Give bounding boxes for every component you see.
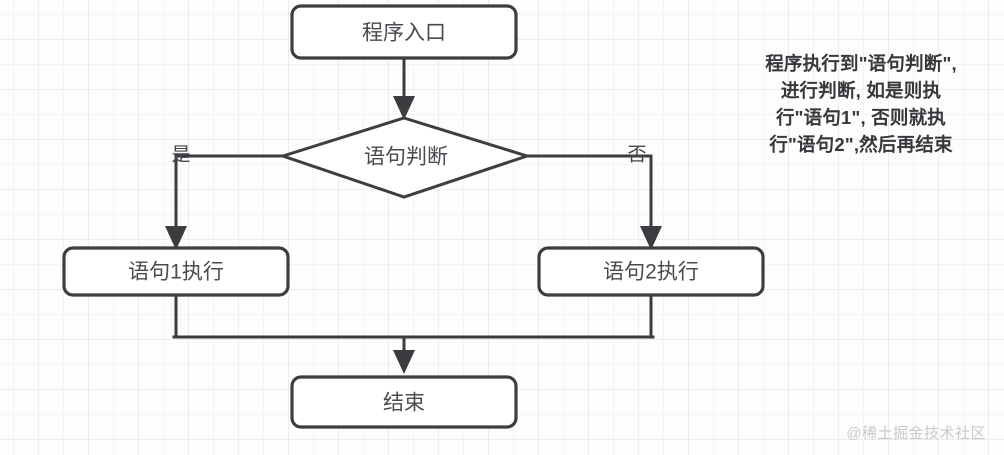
annotation-line-3: 行"语句1", 否则就执: [775, 107, 946, 128]
annotation-line-4: 行"语句2",然后再结束: [769, 134, 953, 155]
arrowhead-icon: [640, 226, 662, 250]
node-branch-false[interactable]: 语句2执行: [537, 246, 765, 297]
annotation-text: 程序执行到"语句判断", 进行判断, 如是则执 行"语句1", 否则就执 行"语…: [722, 50, 1000, 158]
arrowhead-icon: [393, 96, 415, 120]
node-start-label: 程序入口: [362, 22, 446, 45]
annotation-line-2: 进行判断, 如是则执: [780, 80, 942, 101]
node-start[interactable]: 程序入口: [290, 4, 518, 60]
arrowhead-icon: [393, 350, 415, 374]
edge-decision-to-branch-false: [525, 154, 662, 250]
node-branch-true-label: 语句1执行: [128, 261, 224, 284]
node-branch-false-label: 语句2执行: [603, 261, 699, 284]
edge-branches-to-end: [172, 292, 655, 374]
edge-label-no: 否: [627, 145, 646, 166]
edge-decision-to-branch-true: [165, 154, 285, 250]
node-branch-true[interactable]: 语句1执行: [62, 246, 290, 297]
annotation-line-1: 程序执行到"语句判断",: [765, 53, 957, 74]
node-decision-label: 语句判断: [364, 146, 448, 169]
node-end[interactable]: 结束: [290, 375, 518, 429]
node-decision[interactable]: 语句判断: [278, 116, 532, 199]
node-end-label: 结束: [383, 392, 425, 415]
edge-start-to-decision: [393, 56, 415, 120]
arrowhead-icon: [165, 226, 187, 250]
watermark: @稀土掘金技术社区: [846, 425, 986, 442]
edge-label-yes: 是: [171, 145, 190, 166]
